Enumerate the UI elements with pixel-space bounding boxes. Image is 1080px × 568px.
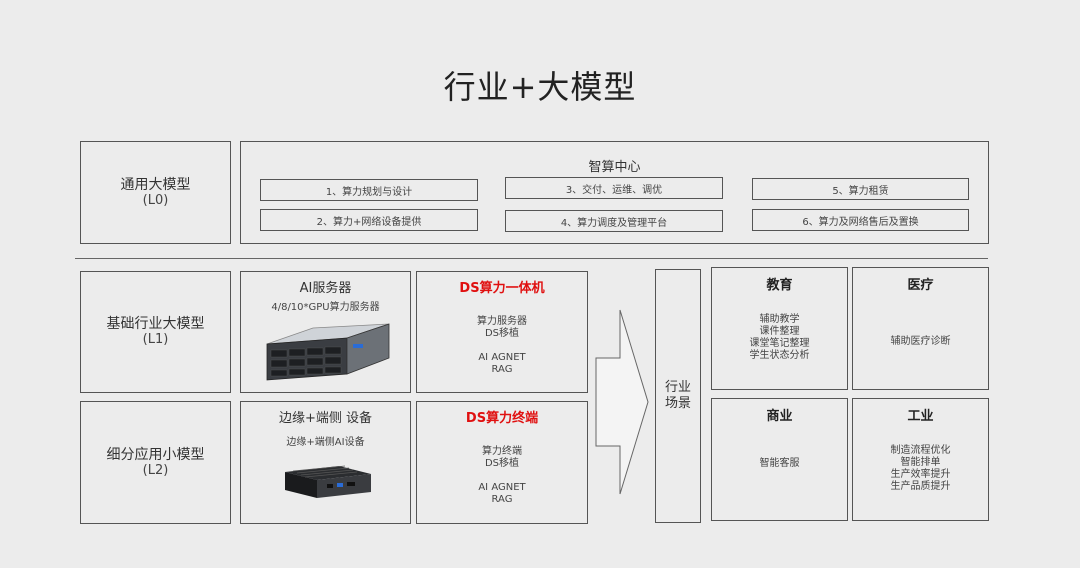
scene-industry-box: 工业 制造流程优化 智能排单 生产效率提升 生产品质提升 [852, 398, 989, 521]
ds-terminal-box: DS算力终端 算力终端 DS移植 AI AGNET RAG [416, 401, 588, 524]
scene-education-items: 辅助教学 课件整理 课堂笔记整理 学生状态分析 [712, 314, 847, 362]
ds-all-in-one-lines-a: 算力服务器 DS移植 [417, 316, 587, 340]
feature-text: DS移植 [484, 458, 520, 469]
feature-text: RAG [491, 494, 513, 505]
ds-terminal-lines-a: 算力终端 DS移植 [417, 446, 587, 470]
feature-text: AI AGNET [478, 352, 526, 363]
scene-medical-title: 医疗 [907, 278, 934, 293]
tier-l1-code: (L1) [142, 332, 169, 347]
ds-all-in-one-lines-b: AI AGNET RAG [417, 352, 587, 376]
scene-item: 制造流程优化 [890, 445, 951, 456]
scene-industry-title: 工业 [907, 409, 934, 424]
edge-device-box: 边缘+端侧 设备 边缘+端侧AI设备 [240, 401, 411, 524]
service-item: 1、算力规划与设计 [260, 179, 478, 201]
ai-server-box: AI服务器 4/8/10*GPU算力服务器 [240, 271, 411, 393]
feature-text: AI AGNET [478, 482, 526, 493]
scene-item: 智能客服 [759, 458, 800, 469]
edge-device-title: 边缘+端侧 设备 [278, 411, 373, 426]
edge-device-image [285, 465, 371, 498]
scene-education-box: 教育 辅助教学 课件整理 课堂笔记整理 学生状态分析 [711, 267, 848, 390]
tier-l1-box: 基础行业大模型 (L1) [80, 271, 231, 393]
scene-medical-items: 辅助医疗诊断 [853, 336, 988, 348]
ds-terminal-lines-b: AI AGNET RAG [417, 482, 587, 506]
scene-item: 辅助医疗诊断 [890, 336, 951, 347]
scene-medical-box: 医疗 辅助医疗诊断 [852, 267, 989, 390]
tier-l1-name: 基础行业大模型 [106, 316, 205, 332]
tier-l2-name: 细分应用小模型 [106, 446, 205, 463]
scene-business-box: 商业 智能客服 [711, 398, 848, 521]
zhisuan-title: 智算中心 [588, 160, 641, 175]
scene-item: 课件整理 [759, 326, 800, 337]
scene-item: 学生状态分析 [749, 350, 810, 361]
scene-item: 生产品质提升 [890, 481, 951, 492]
industry-scenes-label: 行业 [664, 380, 691, 395]
service-item: 6、算力及网络售后及置换 [752, 209, 969, 231]
tier-l0-name: 通用大模型 [120, 176, 191, 193]
tier-l0-box: 通用大模型 (L0) [80, 141, 231, 244]
ai-server-title: AI服务器 [299, 281, 352, 296]
zhisuan-center-box: 智算中心 1、算力规划与设计 2、算力+网络设备提供 3、交付、运维、调优 4、… [240, 141, 989, 244]
tier-l2-box: 细分应用小模型 (L2) [80, 401, 231, 524]
feature-text: DS移植 [484, 328, 520, 339]
service-item: 3、交付、运维、调优 [505, 177, 723, 199]
scene-business-items: 智能客服 [712, 458, 847, 470]
scene-industry-items: 制造流程优化 智能排单 生产效率提升 生产品质提升 [853, 445, 988, 493]
tier-l0-code: (L0) [142, 192, 169, 208]
service-item: 5、算力租赁 [752, 178, 969, 200]
scene-item: 智能排单 [900, 457, 941, 468]
ds-all-in-one-title: DS算力一体机 [459, 281, 545, 296]
scene-item: 辅助教学 [759, 314, 800, 325]
scene-education-title: 教育 [766, 278, 793, 293]
scene-item: 生产效率提升 [890, 469, 951, 480]
rack-server-image [266, 323, 390, 381]
service-item: 4、算力调度及管理平台 [505, 210, 723, 232]
feature-text: 算力终端 [482, 446, 522, 457]
ai-server-subtitle: 4/8/10*GPU算力服务器 [271, 302, 380, 313]
feature-text: 算力服务器 [477, 316, 527, 327]
ds-all-in-one-box: DS算力一体机 算力服务器 DS移植 AI AGNET RAG [416, 271, 588, 393]
section-divider [75, 258, 988, 259]
service-item: 2、算力+网络设备提供 [260, 209, 478, 231]
ds-terminal-title: DS算力终端 [465, 411, 539, 426]
industry-scenes-label: 场景 [664, 396, 691, 411]
right-arrow-icon [595, 309, 649, 495]
industry-scenes-box: 行业 场景 [655, 269, 701, 523]
edge-device-subtitle: 边缘+端侧AI设备 [286, 437, 365, 448]
scene-item: 课堂笔记整理 [749, 338, 810, 349]
tier-l2-code: (L2) [142, 462, 169, 478]
scene-business-title: 商业 [766, 409, 793, 424]
page-title: 行业+大模型 [443, 68, 637, 106]
feature-text: RAG [491, 364, 513, 375]
